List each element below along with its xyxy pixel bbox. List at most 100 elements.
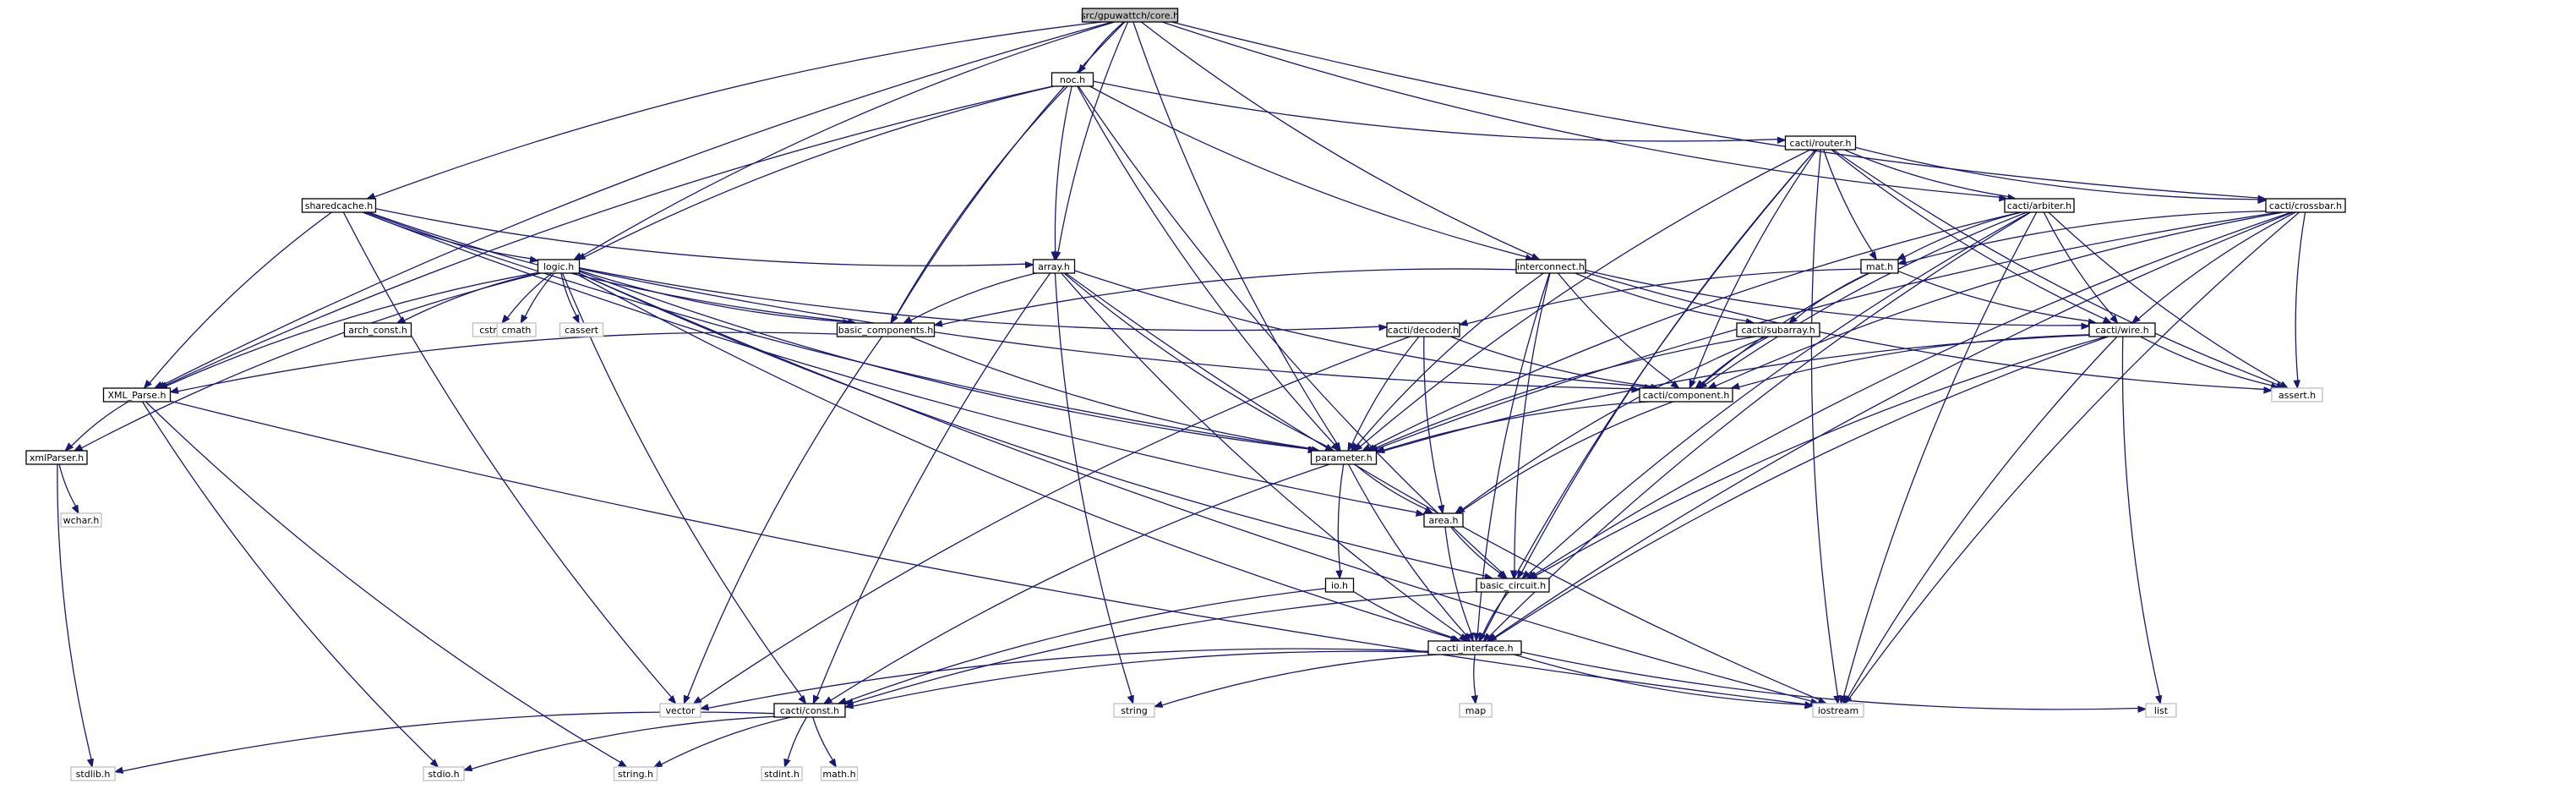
edge-noc-to-parameter [1077,85,1340,452]
arrowhead [366,192,376,200]
edge-parameter-to-cacti_interface [1347,463,1471,643]
edge-noc-to-interconnect [1089,85,1535,261]
edge-line [1705,211,2028,386]
node-cacti-subarray[interactable]: cacti/subarray.h [1736,322,1820,337]
arrowhead [1497,570,1507,579]
edge-line [1444,526,1472,634]
node-basic-circuit[interactable]: basic_circuit.h [1476,578,1550,593]
edge-line [845,588,1326,703]
edge-line [342,211,672,698]
edge-line [581,21,1115,257]
edge-line [1520,651,2139,710]
edge-line [2048,211,2283,385]
node-box [1860,259,1899,274]
node-mat[interactable]: mat.h [1860,259,1899,274]
arrowhead [890,314,898,325]
node-box [820,766,859,781]
node-cacti-component[interactable]: cacti/component.h [1639,387,1733,403]
node-noc[interactable]: noc.h [1051,72,1094,87]
node-logic[interactable]: logic.h [537,259,581,274]
node-box [1736,322,1820,337]
edge-cacti_router-to-cacti_crossbar [1855,146,2268,205]
node-xml-parse[interactable]: XML_Parse.h [102,387,172,403]
edge-line [170,400,1806,705]
edge-line [816,272,1051,698]
node-interconnect[interactable]: interconnect.h [1515,259,1586,274]
node-box [1812,703,1864,718]
arrowhead [1127,694,1134,705]
edge-line [1356,272,1544,447]
node-vector: vector [659,703,701,718]
edge-array-to-iostream [1065,272,1828,704]
node-label: io.h [1331,580,1348,591]
edge-line [1083,21,1125,68]
node-area[interactable]: area.h [1423,512,1464,528]
edge-root-to-cacti_crossbar [1171,21,2268,202]
edge-cacti_interface-to-vector [699,648,1429,711]
edge-mat-to-cacti_decoder [1458,268,1862,326]
node-basic-components[interactable]: basic_components.h [836,322,936,337]
node-cassert: cassert [559,322,604,337]
arrowhead [113,766,124,774]
node-sharedcache[interactable]: sharedcache.h [301,198,377,213]
node-stdio: stdio.h [423,766,465,781]
node-box [102,387,172,403]
node-label: array.h [1038,261,1070,272]
edge-line [58,463,77,507]
node-box [2088,322,2156,337]
node-io[interactable]: io.h [1324,578,1355,593]
node-arch-const[interactable]: arch_const.h [343,322,412,337]
node-xmlparser[interactable]: xmlParser.h [25,450,88,465]
node-box [1113,703,1155,718]
arrowhead [1527,571,1538,579]
node-list: list [2145,703,2177,718]
node-cacti-crossbar[interactable]: cacti/crossbar.h [2265,198,2346,213]
node-parameter[interactable]: parameter.h [1310,450,1378,465]
edge-line [1466,268,1862,325]
arrowhead [1521,570,1531,579]
edge-line [2043,211,2115,317]
node-cacti-interface[interactable]: cacti_interface.h [1427,640,1522,655]
arrowhead [2102,316,2113,324]
node-cacti-arbiter[interactable]: cacti/arbiter.h [2004,198,2075,213]
edge-line [1482,591,1509,635]
node-label: cacti/crossbar.h [2269,200,2342,211]
edge-cacti_router-to-mat [1823,149,1877,261]
node-box [537,259,581,274]
edge-line [122,711,775,772]
arrowhead [652,760,663,768]
node-label: cacti/decoder.h [1388,325,1459,336]
arrowhead [1896,252,1907,260]
edge-line [1063,272,1328,447]
edge-line [164,85,1053,386]
node-array[interactable]: array.h [1032,259,1076,274]
edge-cacti_crossbar-to-mat [1897,211,2267,266]
edge-line [1493,211,2294,638]
node-cacti-decoder[interactable]: cacti/decoder.h [1386,322,1460,337]
arrowhead [828,758,838,769]
edge-line [579,271,1309,450]
edge-parameter-to-io [1335,463,1345,580]
arrowhead [1330,442,1340,452]
node-cacti-wire[interactable]: cacti/wire.h [2088,322,2156,337]
node-label: stdlib.h [76,769,111,780]
node-root[interactable]: src/gpuwattch/core.h [1081,8,1179,23]
node-label: parameter.h [1315,452,1373,463]
edge-area-to-cacti_interface [1444,526,1474,643]
node-cacti-router[interactable]: cacti/router.h [1784,135,1857,151]
edge-line [2140,336,2273,386]
edge-line [578,272,1486,577]
node-cacti-const[interactable]: cacti/const.h [773,703,846,718]
edge-basic_components-to-vector [683,336,883,705]
edges-layer [57,21,2306,774]
edge-cacti_decoder-to-parameter [1347,336,1420,452]
edge-line [574,272,1452,639]
edge-sharedcache-to-vector [342,211,677,705]
edge-basic_components-to-parameter [909,336,1321,453]
arrowhead [429,759,439,768]
arrowhead [699,704,710,711]
edge-cacti_const-to-stdio [462,715,775,772]
edge-xml_parse-to-stdio [141,401,439,768]
arrowhead [520,314,528,325]
edge-line [910,272,1036,321]
